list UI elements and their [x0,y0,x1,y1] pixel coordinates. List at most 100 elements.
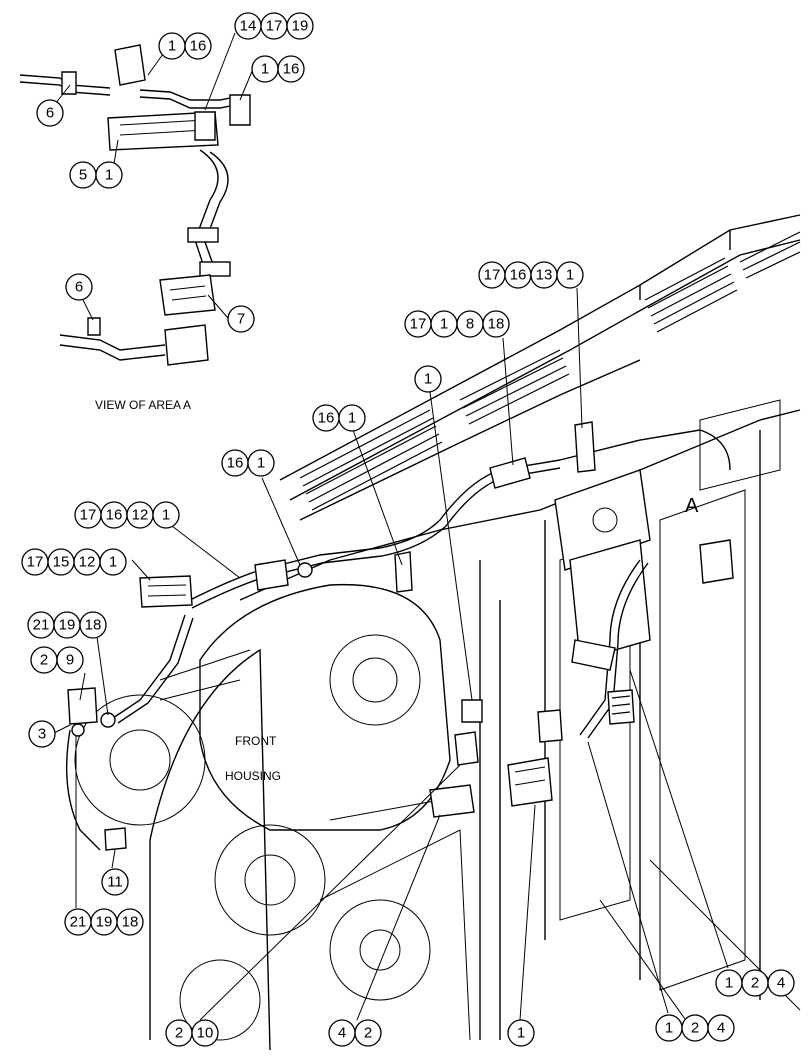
callout-number: 9 [66,652,74,669]
callout-number: 2 [175,1025,183,1042]
callout-bubble [28,720,56,748]
callout-number: 6 [46,105,54,122]
callout-number: 10 [197,1025,214,1042]
callout-number: 18 [122,914,139,931]
callout-bubble [507,1019,535,1047]
callout-number: 19 [292,18,309,35]
callout-number: 19 [59,617,76,634]
callout-number: 1 [168,38,176,55]
callout-number: 16 [510,267,527,284]
callout-number: 1 [665,1020,673,1037]
callout-number: 13 [536,267,553,284]
callout-number: 17 [80,507,97,524]
callout-bubble [707,1014,735,1042]
callout-number: 12 [79,554,96,571]
callout-number: 8 [466,316,474,333]
callout-number: 1 [566,267,574,284]
callout-c-14-17-19: 14 17 19 [234,12,314,40]
front-housing-label-2: HOUSING [225,769,281,783]
callout-c-1-2-4-bottom: 1 2 4 [655,1014,735,1042]
callout-number: 1 [517,1025,525,1042]
callout-number: 16 [318,410,335,427]
callout-number: 1 [257,455,265,472]
callout-number: 1 [261,61,269,78]
callout-number: 3 [38,726,46,743]
callout-number: 17 [266,18,283,35]
callout-number: 6 [75,279,83,296]
callout-number: 2 [751,975,759,992]
callout-number: 19 [96,914,113,931]
callout-number: 21 [70,914,87,931]
callout-bubble [338,404,366,432]
callout-number: 1 [725,975,733,992]
callout-bubble [36,99,64,127]
callout-bubble [191,1019,219,1047]
callout-number: 4 [777,975,785,992]
callout-number: 7 [237,311,245,328]
callout-c-1-bottom: 1 [507,1019,535,1047]
callout-bubble [277,55,305,83]
callout-c-21-19-18-bottom: 21 19 18 [64,908,144,936]
callout-bubble [95,161,123,189]
callout-number: 18 [85,617,102,634]
callout-bubble [101,868,129,896]
callout-number: 5 [79,167,87,184]
main-harness [65,421,734,851]
callout-bubble [116,908,144,936]
callout-bubble [354,1019,382,1047]
leader-lines [51,32,729,1021]
callout-number: 11 [107,874,123,891]
callout-number: 14 [240,18,257,35]
callout-number: 21 [33,617,50,634]
area-a-letter: A [685,495,699,517]
callout-number: 1 [105,167,113,184]
callout-bubble [227,305,255,333]
callout-bubble [184,32,212,60]
callout-bubble [767,969,795,997]
callout-bubble [79,611,107,639]
engine-block [74,214,801,1051]
callout-c-1-2-4-right: 1 2 4 [715,969,795,997]
callout-bubble [65,273,93,301]
callout-number: 1 [109,554,117,571]
callout-number: 12 [132,507,149,524]
callout-bubble [99,548,127,576]
callout-bubble [247,449,275,477]
callout-number: 18 [488,316,505,333]
callout-number: 16 [190,38,207,55]
callout-number: 16 [106,507,123,524]
callout-bubble [56,646,84,674]
callout-number: 2 [40,652,48,669]
callout-bubble [152,501,180,529]
callout-c-6-mid: 6 [65,273,93,301]
view-of-area-a-label: VIEW OF AREA A [95,398,191,412]
callout-number: 2 [691,1020,699,1037]
callout-number: 15 [53,554,70,571]
callout-c-17-16-12-1: 17 16 12 1 [74,501,180,529]
callout-number: 1 [162,507,170,524]
area-a-inset: VIEW OF AREA A [19,44,251,412]
callout-number: 1 [440,316,448,333]
callout-c-16-1-a: 16 1 [312,404,366,432]
callout-c-11: 11 [101,868,129,896]
callout-c-1-mid: 1 [414,365,442,393]
callout-bubble [482,310,510,338]
callout-number: 4 [717,1020,725,1037]
callout-number: 1 [348,410,356,427]
callout-c-1-16-top: 1 16 [158,32,212,60]
callout-number: 2 [364,1025,372,1042]
callout-c-2-10: 2 10 [165,1019,219,1047]
callout-c-17-15-12-1: 17 15 12 1 [21,548,127,576]
callout-number: 17 [27,554,44,571]
callout-c-21-19-18-top: 21 19 18 [27,611,107,639]
callout-number: 1 [424,371,432,388]
callout-number: 17 [410,316,427,333]
